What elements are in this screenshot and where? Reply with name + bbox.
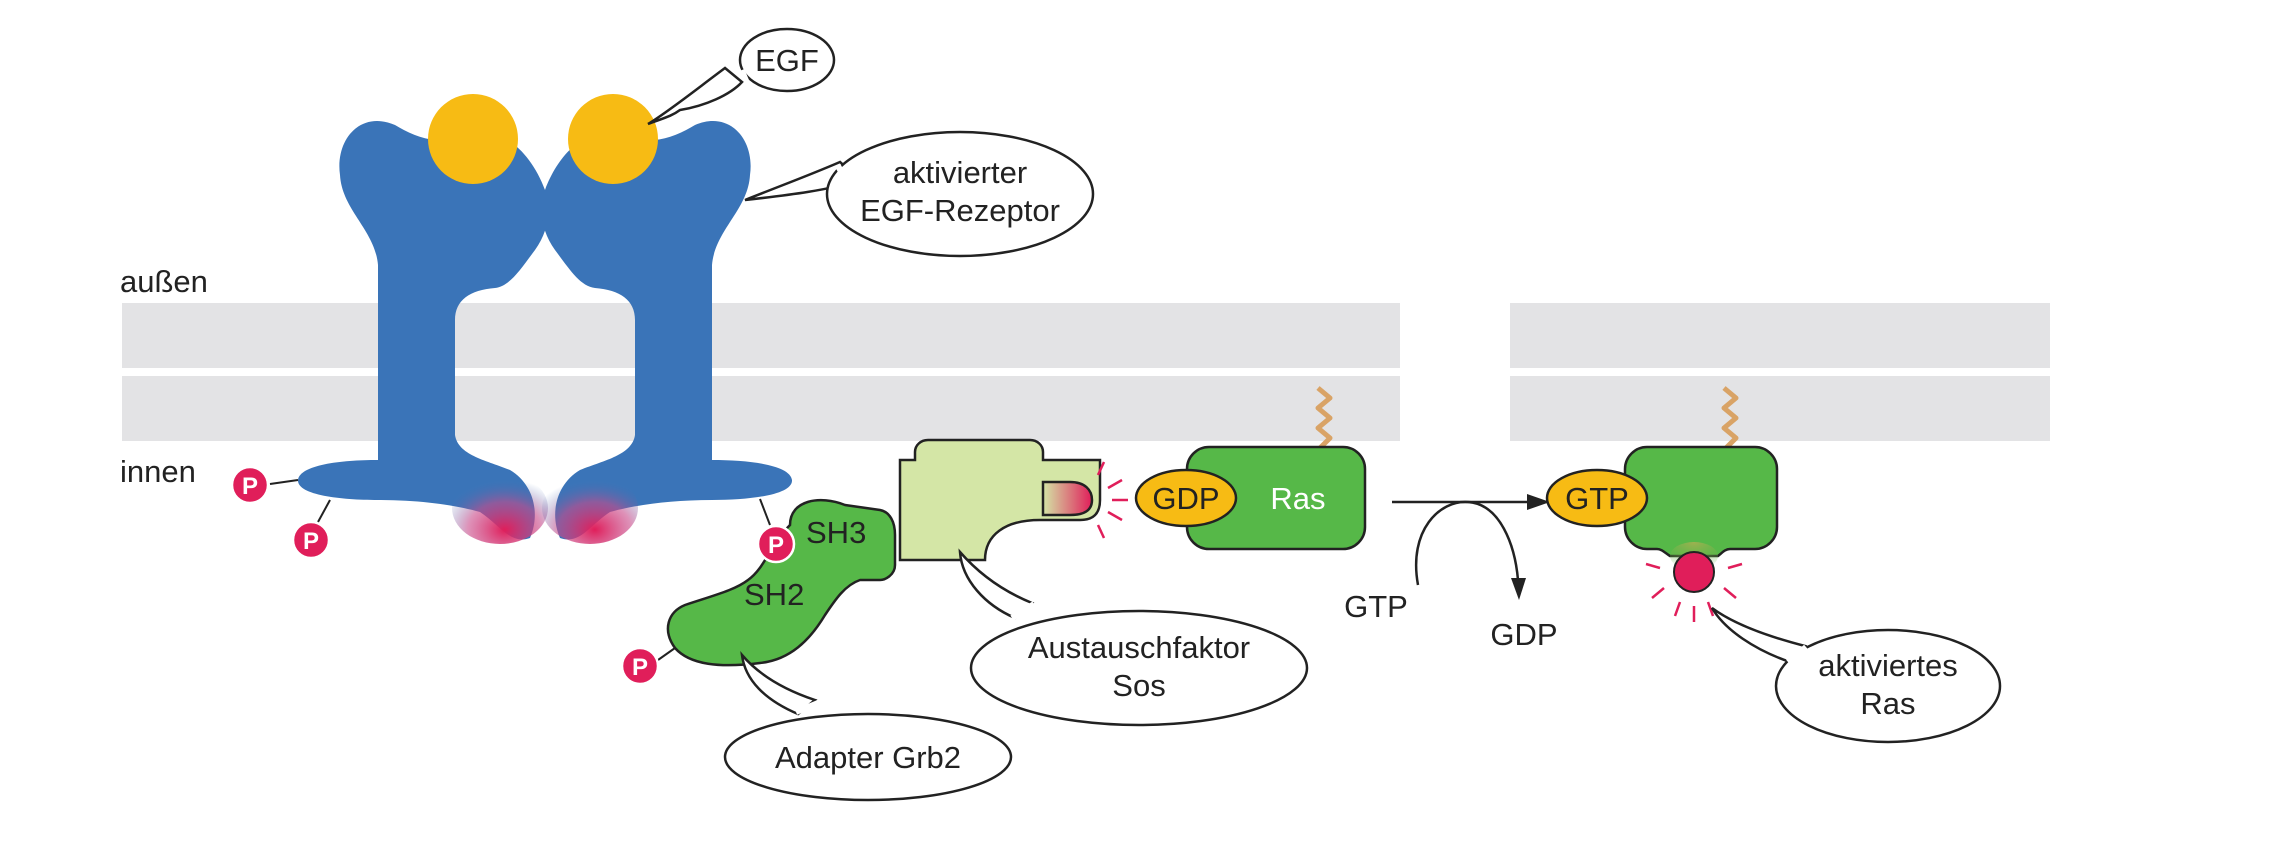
callout-receptor: aktivierter EGF-Rezeptor (744, 130, 1095, 258)
active-site-rays (1645, 562, 1743, 622)
sos-body (898, 438, 1102, 562)
phosphate-icon (230, 465, 270, 505)
callout-bubble (1710, 606, 1808, 664)
phosphate-icon (620, 646, 660, 686)
phosphate-label: P (303, 528, 319, 555)
sh3-domain-label: SH3 (806, 515, 866, 550)
ras-label: Ras (1270, 481, 1325, 516)
gdp-molecule (1134, 468, 1238, 528)
phosphate-icon (291, 520, 331, 560)
callout-gap (835, 164, 851, 186)
gdp-out-label: GDP (1490, 617, 1557, 652)
sos-activity-rays (1096, 461, 1128, 539)
phosphate-label: P (242, 473, 258, 500)
membrane-outer-leaflet-right (1510, 303, 2050, 368)
callout-sos: Austauschfaktor Sos (958, 548, 1309, 727)
phosphate-link (317, 499, 331, 523)
egf-ligand-left (428, 94, 518, 184)
callout-bubble (969, 609, 1309, 727)
ras-active: GTP (1545, 386, 1779, 622)
phosphate-label: P (632, 654, 648, 681)
arrow-head-icon (1527, 494, 1550, 510)
exchange-reaction: GTP GDP (1344, 494, 1558, 652)
gtp-molecule (1545, 468, 1649, 528)
receptor-right (541, 121, 793, 540)
kinase-active-site-left (452, 472, 548, 544)
sos-label-line2: Sos (1112, 668, 1165, 703)
callout-gap (1010, 601, 1036, 621)
sos-label-line1: Austauschfaktor (1028, 630, 1250, 665)
active-ras-label-line1: aktiviertes (1818, 648, 1958, 683)
phosphate-link (269, 479, 299, 485)
active-ras-label-line2: Ras (1860, 686, 1915, 721)
receptor-left (297, 121, 549, 540)
callout-active-ras: aktiviertes Ras (1710, 606, 2002, 744)
callout-bubble (647, 66, 744, 126)
callout-egf: EGF (647, 27, 836, 126)
ras-body (1623, 445, 1779, 558)
phosphate-link (657, 647, 676, 661)
cell-membrane (122, 303, 2050, 441)
membrane-outer-leaflet-left (122, 303, 1400, 368)
phosphate-icon (756, 524, 796, 564)
egf-ligand-right (568, 94, 658, 184)
receptor-label-line1: aktivierter (893, 155, 1027, 190)
callout-bubble (723, 712, 1013, 802)
phosphate-link (759, 498, 771, 526)
callout-gap (794, 700, 820, 715)
gtp-gdp-exchange-curve (1415, 500, 1520, 586)
membrane-inner-leaflet-left (122, 376, 1400, 441)
outside-label: außen (120, 264, 208, 299)
callout-adapter: Adapter Grb2 (723, 651, 1013, 802)
grb2-body (666, 498, 897, 667)
kinase-active-site-right (542, 472, 638, 544)
callout-bubble (825, 130, 1095, 258)
grb2-adapter: P SH3 SH2 P (620, 498, 897, 686)
sh2-domain-label: SH2 (744, 577, 804, 612)
callout-bubble (738, 27, 836, 93)
gtp-in-label: GTP (1344, 589, 1408, 624)
callout-bubble (740, 651, 818, 716)
callout-gap (1786, 644, 1808, 665)
active-site-icon (1673, 551, 1715, 593)
egf-label: EGF (755, 43, 819, 78)
arrow-head-icon (1511, 578, 1526, 600)
receptor-label-line2: EGF-Rezeptor (860, 193, 1060, 228)
ras-inactive: GDP Ras (1134, 386, 1367, 551)
receptor-phosphates: P P (230, 465, 771, 560)
gdp-label: GDP (1152, 481, 1219, 516)
sos-active-tip (1041, 480, 1094, 517)
sos-protein (898, 438, 1128, 562)
adapter-label: Adapter Grb2 (775, 740, 961, 775)
lipid-anchor-icon (1721, 386, 1739, 450)
inside-label: innen (120, 454, 196, 489)
gtp-label: GTP (1565, 481, 1629, 516)
membrane-inner-leaflet-right (1510, 376, 2050, 441)
phosphate-label: P (768, 532, 784, 559)
callout-bubble (1774, 628, 2002, 744)
lipid-anchor-icon (1315, 386, 1333, 450)
egf-receptor-dimer (297, 121, 793, 544)
callout-bubble (958, 548, 1035, 620)
callout-gap (739, 69, 751, 85)
